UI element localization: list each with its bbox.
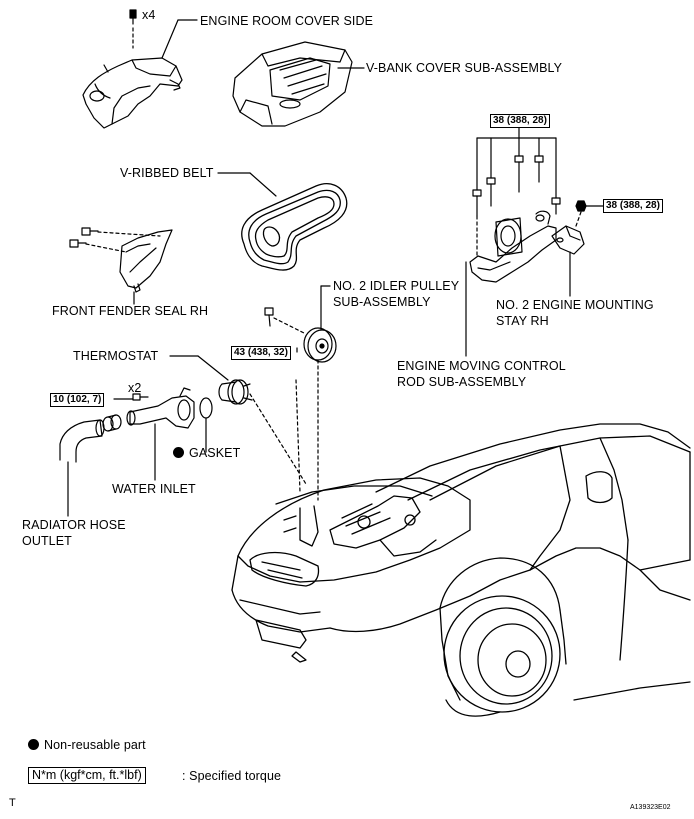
bolt-icon — [264, 307, 274, 327]
label-gasket-text: GASKET — [189, 446, 241, 460]
label-v-ribbed-belt: V-RIBBED BELT — [120, 166, 214, 180]
label-front-fender-seal: FRONT FENDER SEAL RH — [52, 304, 209, 318]
non-reusable-dot-icon — [28, 739, 39, 750]
label-engine-room-cover-side: ENGINE ROOM COVER SIDE — [200, 14, 374, 28]
label-moving-control-line1: ENGINE MOVING CONTROL — [397, 359, 566, 373]
legend-non-reusable-text: Non-reusable part — [44, 738, 146, 752]
idler-pulley — [303, 327, 337, 363]
v-bank-cover — [232, 41, 353, 127]
label-radiator-hose-line2: OUTLET — [22, 534, 72, 548]
vehicle-front — [231, 423, 691, 717]
torque-rod-bolts: 38 (388, 28) — [490, 114, 550, 128]
bolt-icon — [472, 155, 561, 217]
label-radiator-hose-line1: RADIATOR HOSE — [22, 518, 126, 532]
legend-torque-desc: : Specified torque — [182, 769, 282, 783]
torque-idler-bolt: 43 (438, 32) — [231, 346, 291, 360]
label-water-inlet: WATER INLET — [112, 482, 196, 496]
bolt-quantity-label: x2 — [128, 381, 142, 395]
front-fender-seal — [119, 229, 173, 293]
label-gasket: GASKET — [173, 446, 240, 461]
radiator-hose — [59, 419, 105, 463]
torque-stay-nut: 38 (388, 28) — [603, 199, 663, 213]
label-engine-mounting-line1: NO. 2 ENGINE MOUNTING — [496, 298, 654, 312]
legend-non-reusable: Non-reusable part — [28, 738, 146, 753]
engine-moving-control-rod — [469, 210, 557, 283]
legend-torque-unit: N*m (kgf*cm, ft.*lbf) — [28, 767, 146, 784]
engine-room-cover-side — [82, 57, 183, 129]
clamp-icon — [102, 414, 122, 432]
thermostat — [218, 379, 253, 405]
water-inlet — [126, 387, 195, 429]
corner-mark: T — [9, 797, 16, 809]
figure-id: A139323E02 — [630, 804, 671, 811]
bolt-icon — [69, 227, 99, 248]
label-engine-mounting-line2: STAY RH — [496, 314, 549, 328]
label-v-bank-cover: V-BANK COVER SUB-ASSEMBLY — [366, 61, 563, 75]
engine-mounting-stay — [551, 225, 585, 255]
bolt-icon — [132, 393, 149, 401]
label-idler-pulley-line2: SUB-ASSEMBLY — [333, 295, 431, 309]
torque-inlet-bolts: 10 (102, 7) — [50, 393, 105, 407]
label-idler-pulley-line1: NO. 2 IDLER PULLEY — [333, 279, 460, 293]
bolt-icon — [129, 9, 137, 25]
v-ribbed-belt — [241, 183, 348, 271]
nut-icon — [575, 200, 587, 212]
gasket — [199, 397, 213, 419]
bolt-quantity-label: x4 — [142, 8, 156, 22]
label-moving-control-line2: ROD SUB-ASSEMBLY — [397, 375, 527, 389]
label-thermostat: THERMOSTAT — [73, 349, 159, 363]
non-reusable-dot-icon — [173, 447, 184, 458]
